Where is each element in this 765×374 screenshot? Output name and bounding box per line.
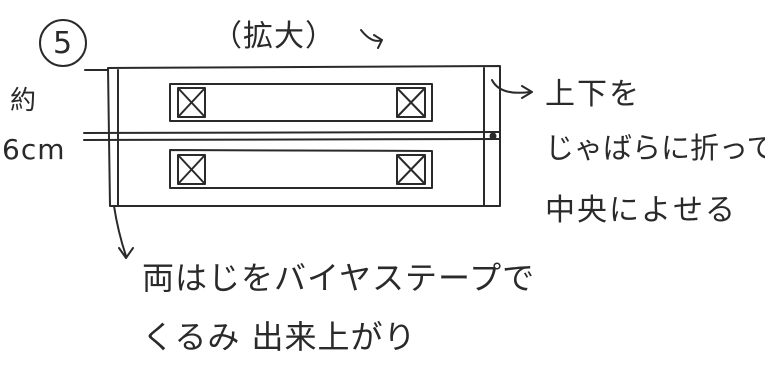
right-note-line-1: 上下を <box>545 77 641 112</box>
lower-inner-rect <box>169 149 433 189</box>
outer-strip <box>107 65 501 207</box>
lower-left-box <box>177 154 206 185</box>
right-note-line-2: じゃばらに折って <box>545 131 765 165</box>
approx-label: 約 <box>10 86 38 116</box>
bottom-note-line-1: 両はじをバイヤステープで <box>142 259 536 297</box>
step-number: 5 <box>52 26 74 61</box>
bottom-note-line-2: くるみ 出来上がり <box>142 318 417 356</box>
upper-right-box <box>396 87 426 118</box>
header-label: （拡大） <box>212 19 336 54</box>
upper-left-box <box>177 87 206 118</box>
size-label: 6cm <box>2 133 66 166</box>
header-arrow-icon <box>360 29 383 49</box>
upper-inner-rect <box>169 83 433 122</box>
lower-right-box <box>396 154 426 185</box>
center-seam-bottom <box>83 138 501 141</box>
seam-end-dot <box>489 132 497 140</box>
step-circle <box>39 19 87 67</box>
bottom-arrow-icon <box>113 205 134 259</box>
right-note-line-3: 中央によせる <box>545 193 737 228</box>
right-arrow-icon <box>491 79 533 99</box>
center-seam-top <box>83 131 501 134</box>
